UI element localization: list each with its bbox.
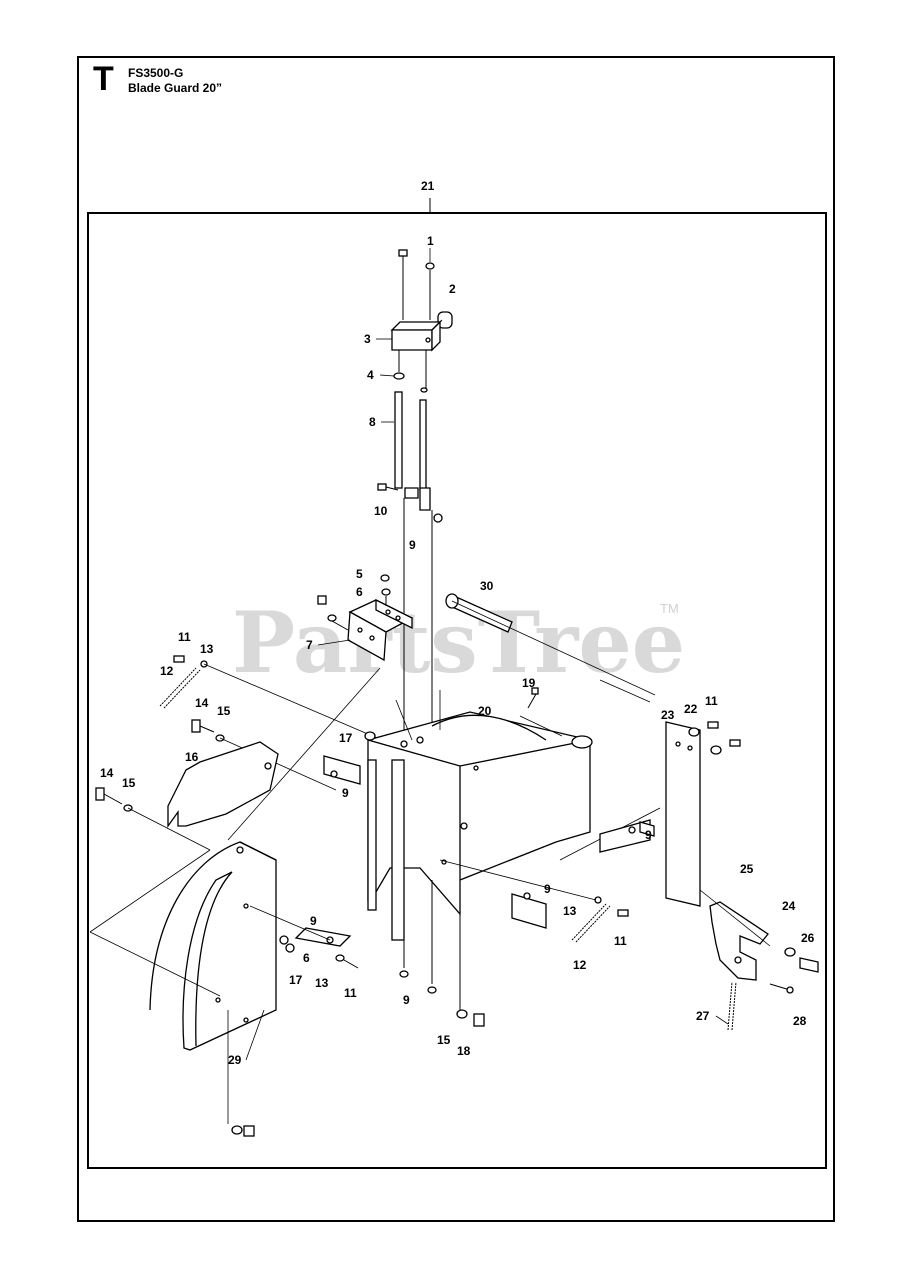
assembly-frame <box>87 212 827 1169</box>
bolt-part-1-left <box>398 249 408 320</box>
spring-part-27 <box>727 981 737 1031</box>
callout-4: 4 <box>367 368 374 382</box>
bolt-part-28 <box>769 983 794 994</box>
callout-12: 12 <box>160 664 174 678</box>
callout-16: 16 <box>185 750 199 764</box>
watermark-trademark: TM <box>660 601 679 616</box>
pin-part-30 <box>445 593 656 696</box>
decal-part-9-c <box>511 893 547 929</box>
callout-22: 22 <box>684 702 698 716</box>
callout-19: 19 <box>522 676 536 690</box>
callout-6-b: 6 <box>303 951 310 965</box>
callout-30: 30 <box>480 579 494 593</box>
housing-part-20 <box>367 711 593 941</box>
callout-15-c: 15 <box>437 1033 451 1047</box>
nut-part-29-lower <box>231 1125 255 1137</box>
callout-11-right: 11 <box>705 694 718 708</box>
callout-28: 28 <box>793 1014 807 1028</box>
nut-part-15-18 <box>456 1009 485 1027</box>
callout-13-b: 13 <box>563 904 577 918</box>
spring-part-12-right <box>571 896 629 943</box>
callout-7: 7 <box>306 638 313 652</box>
plate-part-23 <box>665 721 701 907</box>
callout-11-b: 11 <box>614 934 627 948</box>
callout-24: 24 <box>782 899 796 913</box>
washer-part-17 <box>364 731 376 741</box>
knob-part-26 <box>799 957 819 973</box>
callout-2: 2 <box>449 282 456 296</box>
cover-part-16 <box>167 741 279 829</box>
callout-21: 21 <box>421 179 435 193</box>
callout-10: 10 <box>374 504 388 518</box>
callout-9-e: 9 <box>310 914 317 928</box>
callout-14: 14 <box>195 696 209 710</box>
bracket-part-7 <box>347 598 414 662</box>
section-letter: T <box>93 60 114 98</box>
callout-27: 27 <box>696 1009 710 1023</box>
callout-5: 5 <box>356 567 363 581</box>
screw-part-10 <box>377 483 443 523</box>
callout-17-b: 17 <box>289 973 303 987</box>
callout-13: 13 <box>200 642 214 656</box>
diagram-title: Blade Guard 20” <box>128 81 223 95</box>
callout-23: 23 <box>661 708 675 722</box>
screw-part-19 <box>527 687 539 709</box>
callout-3: 3 <box>364 332 371 346</box>
decal-part-9-a <box>323 755 361 785</box>
washer-part-4 <box>393 372 405 380</box>
model-number: FS3500-G <box>128 66 184 80</box>
callout-12-b: 12 <box>573 958 587 972</box>
bolt-part-14-upper <box>191 719 225 742</box>
callout-9-d: 9 <box>544 882 551 896</box>
callout-6: 6 <box>356 585 363 599</box>
bolt-part-6-lower <box>279 935 295 953</box>
washer-part-9-lower <box>399 970 409 978</box>
callout-26: 26 <box>801 931 815 945</box>
callout-9-b: 9 <box>342 786 349 800</box>
callout-9-c: 9 <box>645 828 652 842</box>
block-part-3 <box>390 320 442 352</box>
callout-15: 15 <box>217 704 231 718</box>
washer-part-22 <box>688 721 741 755</box>
bolt-part-14-lower <box>95 787 133 812</box>
callout-9-f: 9 <box>403 993 410 1007</box>
decal-part-9-b <box>599 819 651 853</box>
bracket-part-25 <box>709 901 769 981</box>
guard-part-29 <box>149 841 277 1051</box>
callout-14-b: 14 <box>100 766 114 780</box>
bolt-part-6 <box>317 595 349 631</box>
callout-18: 18 <box>457 1044 471 1058</box>
decal-part-9-e <box>639 821 655 837</box>
bolt-part-5 <box>380 574 391 606</box>
drawing-sheet-border <box>77 56 835 1222</box>
callout-9: 9 <box>409 538 416 552</box>
callout-8: 8 <box>369 415 376 429</box>
washer-part-1 <box>425 262 435 320</box>
callout-13-c: 13 <box>315 976 329 990</box>
callout-11: 11 <box>178 630 191 644</box>
callout-11-c: 11 <box>344 986 357 1000</box>
rod-part-8 <box>394 391 431 511</box>
callout-29: 29 <box>228 1053 242 1067</box>
washer-part-24 <box>784 947 796 957</box>
callout-1: 1 <box>427 234 434 248</box>
callout-25: 25 <box>740 862 754 876</box>
callout-15-b: 15 <box>122 776 136 790</box>
callout-20: 20 <box>478 704 492 718</box>
callout-17: 17 <box>339 731 353 745</box>
